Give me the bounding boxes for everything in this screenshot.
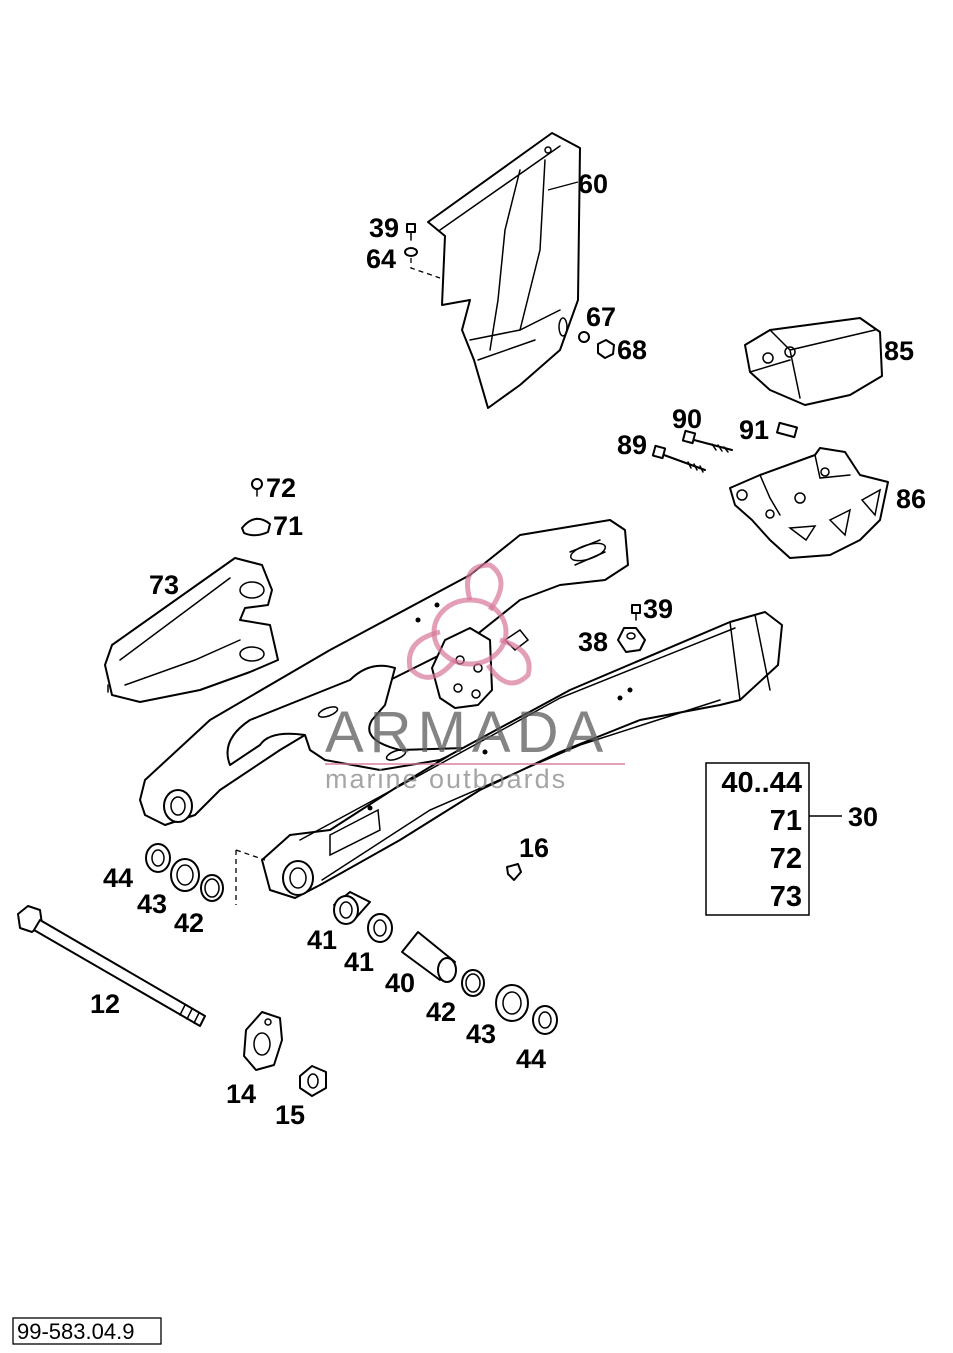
callout-68: 68 [617, 335, 647, 365]
washer-part-67 [578, 331, 590, 343]
callout-44-right: 44 [516, 1044, 546, 1074]
swingarm-body [139, 519, 783, 899]
kit-row-1: 40..44 [721, 767, 802, 799]
callout-72: 72 [266, 473, 296, 503]
plug-part-16 [506, 863, 522, 881]
chain-slider-part-73 [104, 557, 279, 703]
kit-row-3: 72 [770, 843, 802, 875]
leader-64 [410, 258, 441, 279]
callout-15: 15 [275, 1100, 305, 1130]
callout-42-left: 42 [174, 908, 204, 938]
callout-86: 86 [896, 484, 926, 514]
needle-bearing-part-41-a [333, 891, 371, 925]
watermark-logo [406, 562, 532, 686]
bolt-part-89 [651, 444, 706, 473]
document-number: 99-583.04.9 [17, 1319, 134, 1344]
screw-part-72 [251, 478, 263, 497]
callout-71: 71 [273, 511, 303, 541]
callout-14: 14 [226, 1079, 256, 1109]
callout-43-left: 43 [137, 889, 167, 919]
bushing-part-43-left [170, 858, 200, 892]
bracket-part-38 [617, 627, 646, 653]
document-number-box: 99-583.04.9 [12, 1317, 162, 1345]
leader-lines [547, 181, 579, 191]
callout-41-a: 41 [307, 925, 337, 955]
watermark-tagline: marine outboards [325, 764, 567, 794]
callout-41-b: 41 [344, 947, 374, 977]
callout-43-right: 43 [466, 1019, 496, 1049]
needle-bearing-part-41-b [367, 913, 393, 943]
washer-part-64 [404, 247, 418, 257]
sleeve-part-40 [401, 931, 457, 983]
watermark-brand: ARMADA [325, 700, 609, 765]
washer-part-42-left [200, 874, 224, 902]
chain-guard-part-60 [427, 132, 581, 409]
callout-39-top: 39 [369, 213, 399, 243]
nut-part-91 [776, 421, 798, 439]
callout-42-right: 42 [426, 997, 456, 1027]
pivot-bolt-part-12 [17, 905, 206, 1027]
callout-64: 64 [366, 244, 396, 274]
callout-40: 40 [385, 968, 415, 998]
callout-38: 38 [578, 627, 608, 657]
chain-guide-part-85 [744, 317, 883, 406]
screw-part-39-right [631, 604, 641, 621]
kit-row-2: 71 [770, 805, 802, 837]
callout-12: 12 [90, 989, 120, 1019]
callout-73: 73 [149, 570, 179, 600]
kit-row-4: 73 [770, 881, 802, 913]
washer-part-42-right [461, 969, 485, 997]
bearing-part-44-left [145, 843, 171, 873]
callout-89: 89 [617, 430, 647, 460]
nut-part-68 [597, 339, 615, 359]
kit-box: 40..44 71 72 73 30 [705, 762, 878, 916]
cap-part-71 [241, 517, 271, 537]
callout-16: 16 [519, 833, 549, 863]
callout-90: 90 [672, 404, 702, 434]
callout-85: 85 [884, 336, 914, 366]
bearing-part-44-right [532, 1005, 558, 1035]
callout-labels: 60 39 64 67 68 85 90 91 89 86 72 71 73 3… [90, 169, 926, 1130]
callout-67: 67 [586, 302, 616, 332]
callout-44-left: 44 [103, 863, 133, 893]
screw-part-39-top [406, 223, 416, 241]
watermark: ARMADA marine outboards [325, 562, 625, 794]
adjuster-plate-part-14 [243, 1011, 283, 1071]
kit-part-number: 30 [848, 802, 878, 832]
bushing-part-43-right [495, 984, 529, 1022]
leader-left-pivot [235, 849, 266, 905]
chain-guide-bracket-part-86 [729, 447, 889, 559]
bolt-part-90 [681, 429, 733, 453]
callout-39-right: 39 [643, 594, 673, 624]
callout-91: 91 [739, 415, 769, 445]
kit-box-frame [705, 762, 810, 916]
callout-60: 60 [578, 169, 608, 199]
nut-part-15 [299, 1065, 327, 1097]
